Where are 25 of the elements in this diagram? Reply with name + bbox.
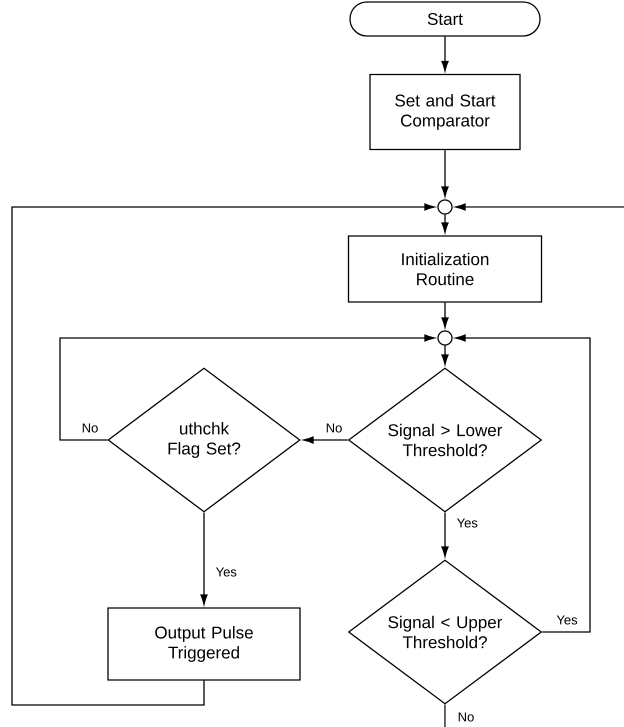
edge-label: Yes (456, 518, 478, 528)
arrow (441, 512, 449, 557)
arrow (441, 214, 449, 233)
arrow (11, 203, 435, 706)
arrow (59, 334, 435, 441)
edge-label: No (458, 712, 474, 722)
arrow (441, 36, 449, 72)
arrow (441, 302, 449, 328)
arrow (455, 203, 624, 211)
arrow (441, 150, 449, 197)
process-box: Initialization Routine (348, 235, 542, 303)
arrow (303, 436, 348, 444)
junction-circle (437, 330, 453, 346)
connector-line (444, 704, 446, 727)
edge-label: Yes (556, 615, 578, 625)
terminal: Start (349, 1, 541, 37)
process-box: Set and Start Comparator (369, 74, 521, 150)
edge-label: Yes (216, 567, 236, 577)
arrow (441, 346, 449, 365)
edge-label: No (82, 423, 98, 433)
arrow (455, 334, 591, 633)
arrow (200, 512, 208, 605)
junction-circle (437, 199, 453, 215)
process-box: Output Pulse Triggered (107, 607, 301, 681)
edge-label: No (326, 423, 342, 433)
